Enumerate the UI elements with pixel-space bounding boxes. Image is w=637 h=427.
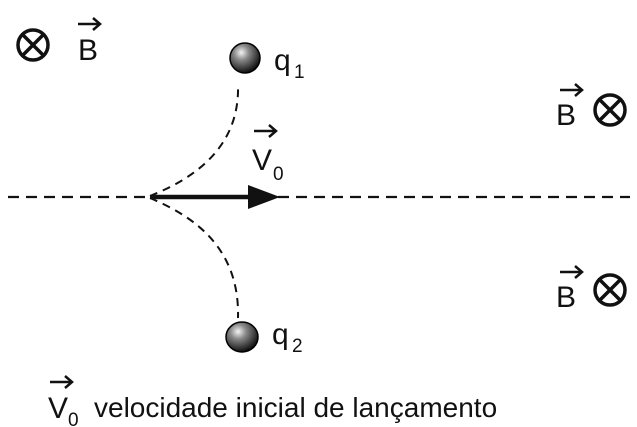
- velocity-symbol: V: [252, 144, 272, 177]
- trajectory-q1: [149, 84, 240, 197]
- velocity-arrow: [150, 185, 280, 209]
- field-symbol-right-upper: B: [556, 99, 576, 132]
- caption-symbol: V: [48, 392, 68, 425]
- particle-q1: q 1: [229, 42, 305, 83]
- velocity-subscript: 0: [273, 164, 284, 185]
- caption: V 0 velocidade inicial de lançamento: [48, 375, 497, 427]
- field-symbol-top-left: B: [78, 34, 98, 67]
- field-symbol-right-lower: B: [556, 281, 576, 314]
- caption-text: velocidade inicial de lançamento: [94, 392, 497, 423]
- particle-q1-symbol: q: [274, 44, 291, 77]
- field-label-right-lower: B: [556, 265, 584, 314]
- particle-q2-subscript: 2: [292, 336, 303, 357]
- field-into-page-icon: [593, 273, 627, 307]
- sphere-icon: [225, 321, 259, 353]
- particle-q2-symbol: q: [272, 318, 289, 351]
- velocity-label: V 0: [252, 124, 284, 185]
- trajectory-q2: [149, 197, 240, 319]
- sphere-icon: [229, 42, 261, 74]
- caption-subscript: 0: [68, 410, 79, 427]
- field-into-page-icon: [16, 28, 50, 62]
- field-label-top-left: B: [78, 17, 102, 67]
- field-into-page-icon: [593, 93, 627, 127]
- field-label-right-upper: B: [556, 83, 584, 132]
- particle-q1-subscript: 1: [294, 62, 305, 83]
- particle-q2: q 2: [225, 318, 303, 357]
